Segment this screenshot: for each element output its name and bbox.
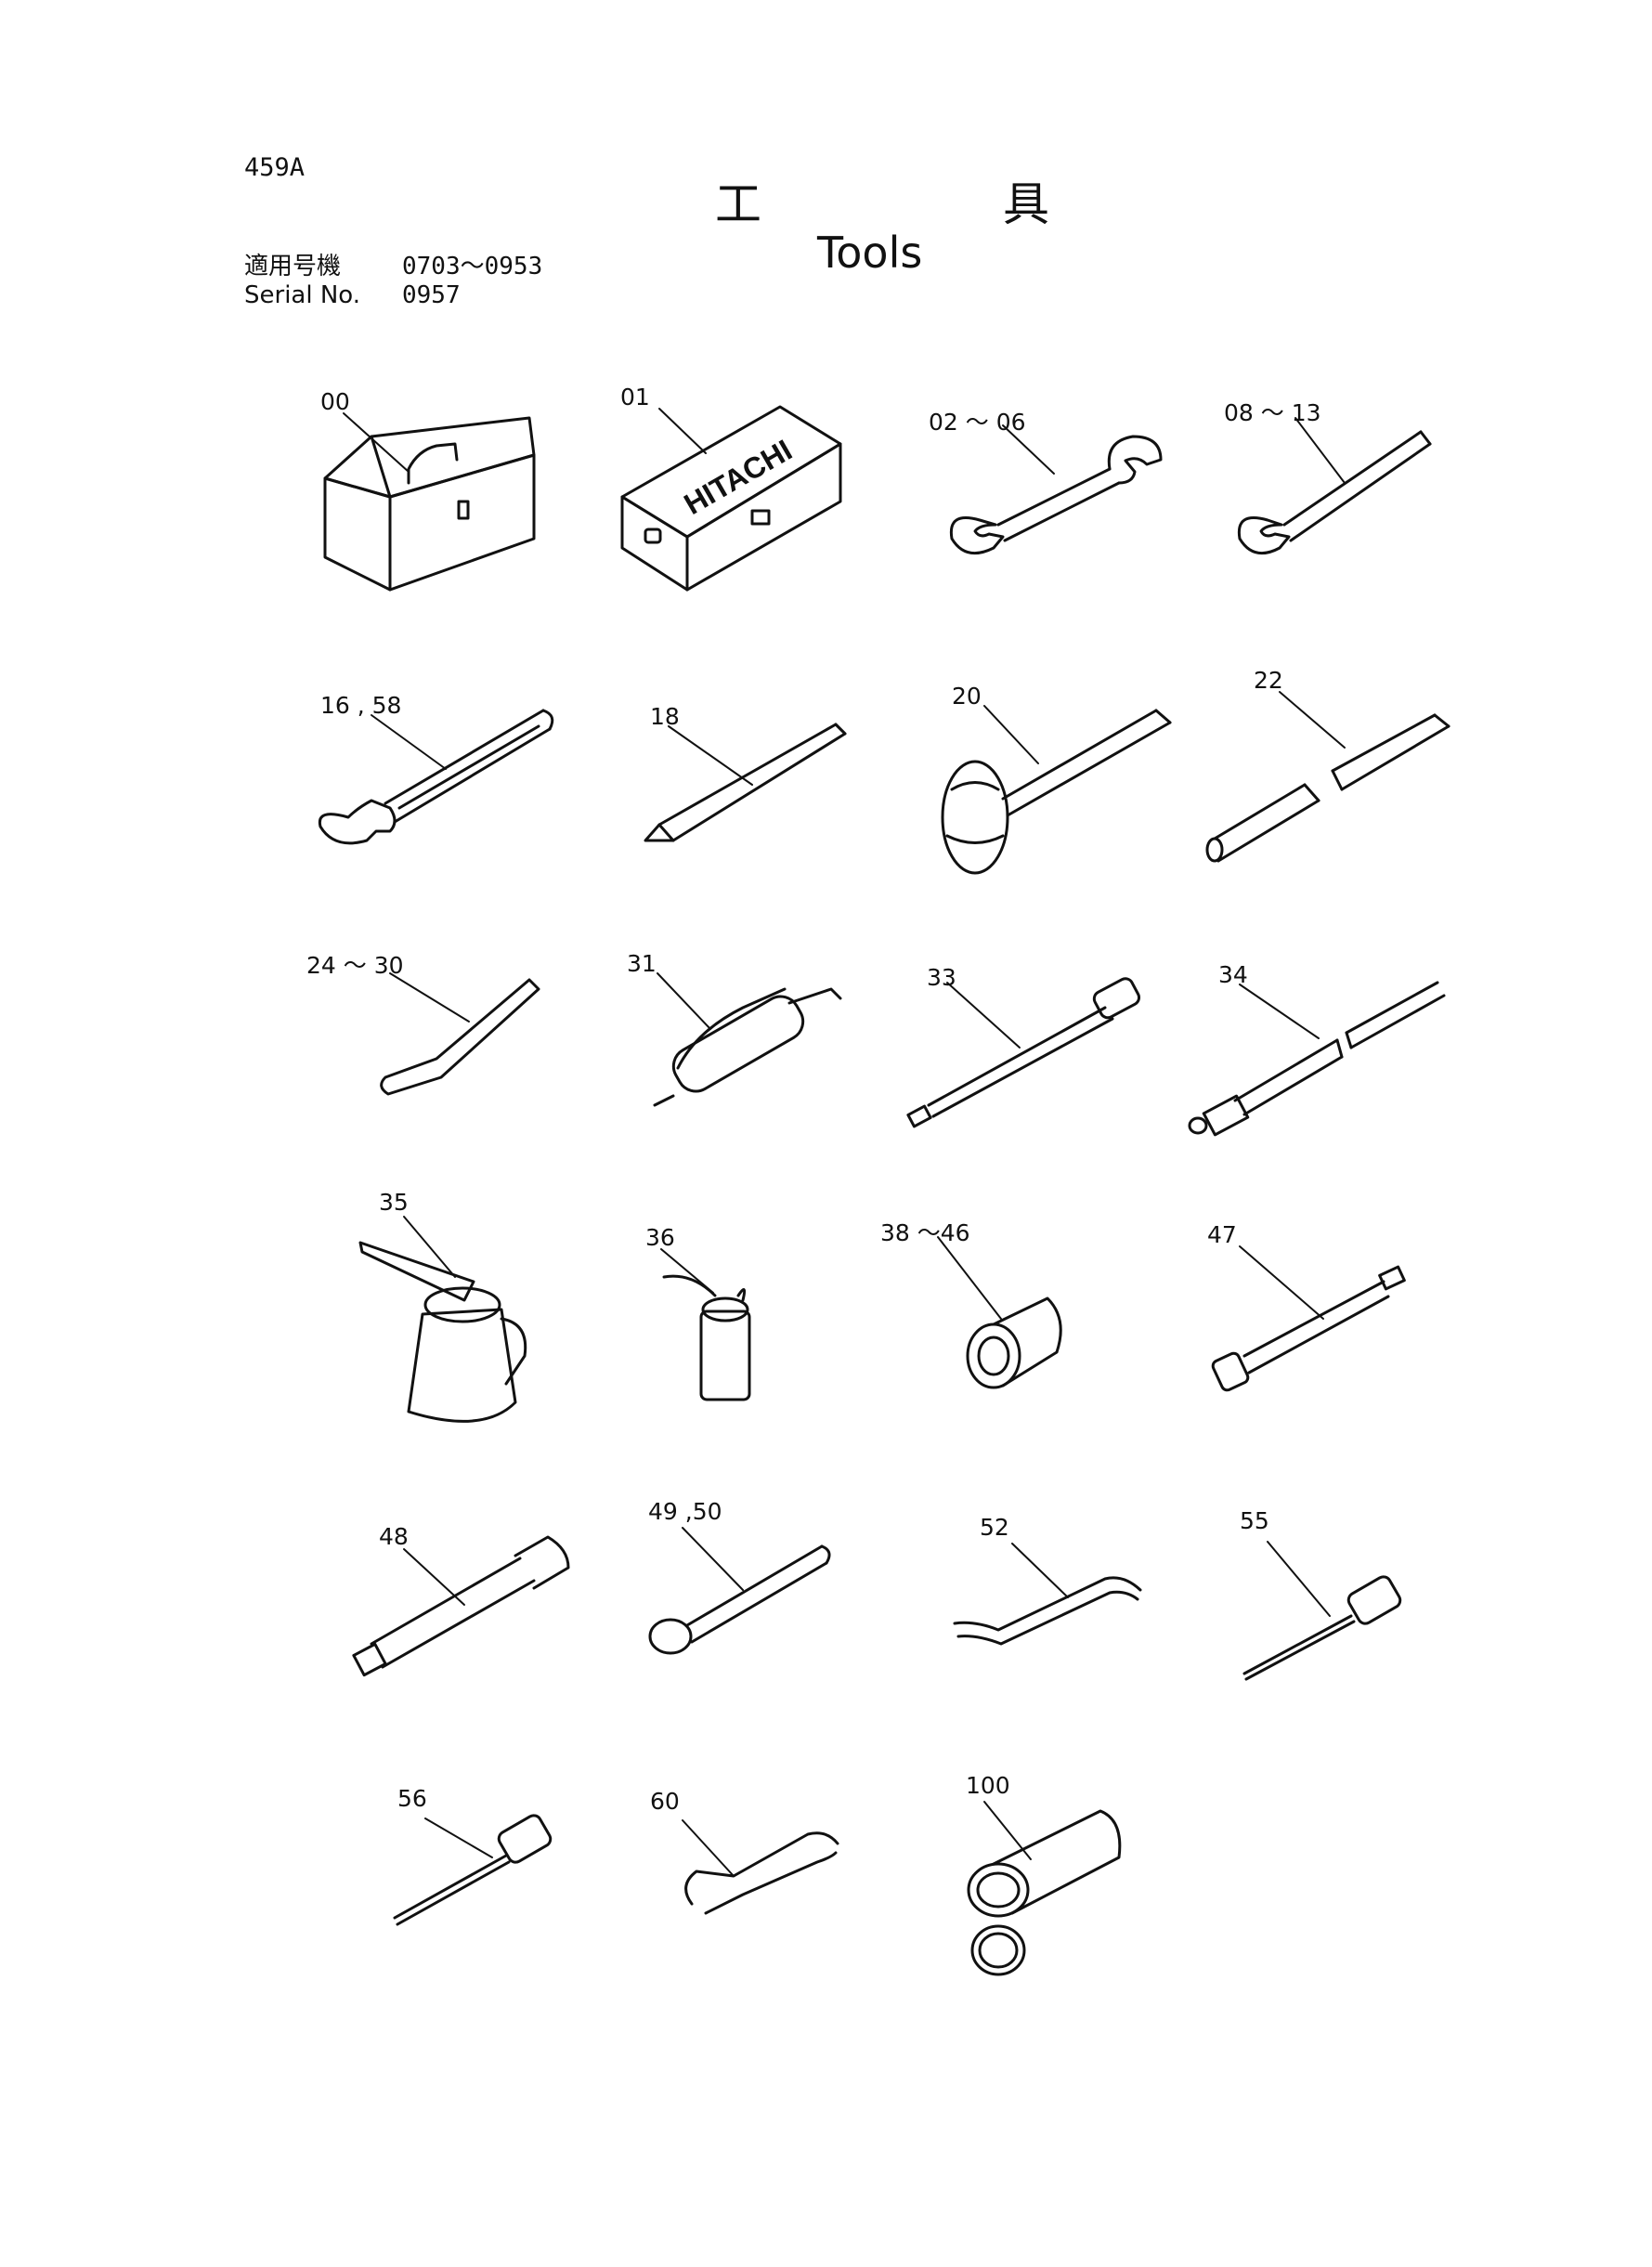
flat-screwdriver-illustration bbox=[1242, 1541, 1402, 1681]
callout-31: 31 bbox=[627, 950, 657, 977]
serial-block: 適用号機 0703～0953 Serial No. 0957 bbox=[244, 253, 542, 310]
callout-36: 36 bbox=[645, 1224, 675, 1251]
toolbox-closed-illustration bbox=[323, 412, 536, 592]
callout-01: 01 bbox=[620, 384, 650, 410]
serial-label-en: Serial No. bbox=[244, 281, 360, 309]
page-title-en: Tools bbox=[817, 228, 923, 278]
extension-square-drive-illustration bbox=[1211, 1245, 1406, 1392]
callout-35: 35 bbox=[379, 1189, 409, 1216]
callout-55: 55 bbox=[1240, 1507, 1269, 1534]
socket-illustration bbox=[937, 1236, 1062, 1389]
offset-wrench-illustration bbox=[953, 1543, 1142, 1646]
callout-24-30: 24 ～ 30 bbox=[306, 952, 404, 979]
ratchet-handle-illustration bbox=[648, 1527, 831, 1655]
title-jp-char-1: 工 bbox=[715, 177, 761, 231]
oil-jug-illustration bbox=[358, 1216, 527, 1423]
page-title-jp: 工 具 bbox=[715, 167, 1049, 234]
callout-60: 60 bbox=[650, 1788, 680, 1815]
callout-38-46: 38 ～46 bbox=[880, 1219, 970, 1246]
serial-label-jp: 適用号機 bbox=[244, 253, 342, 280]
callout-52: 52 bbox=[980, 1514, 1009, 1541]
callout-49-50: 49 ,50 bbox=[648, 1498, 722, 1525]
page-code: 459A bbox=[244, 153, 306, 182]
oiler-illustration bbox=[660, 1248, 751, 1401]
callout-48: 48 bbox=[379, 1523, 409, 1550]
screwdriver-bar-illustration bbox=[644, 723, 847, 842]
steel-toolbox-illustration: HITACHI bbox=[620, 405, 842, 592]
callout-18: 18 bbox=[650, 703, 680, 730]
callout-56: 56 bbox=[397, 1785, 427, 1812]
pliers-illustration bbox=[682, 1819, 839, 1915]
callout-34: 34 bbox=[1218, 961, 1248, 988]
serial-value-1: 0703～0953 bbox=[402, 253, 543, 280]
callout-00: 00 bbox=[320, 388, 350, 415]
double-open-end-wrench-illustration bbox=[949, 424, 1163, 555]
callout-20: 20 bbox=[952, 683, 982, 710]
grease-gun-illustration bbox=[653, 972, 842, 1107]
extension-bar-illustration bbox=[906, 977, 1141, 1128]
callout-22: 22 bbox=[1254, 667, 1283, 694]
title-jp-char-2: 具 bbox=[1003, 177, 1049, 231]
box-brand-text: HITACHI bbox=[679, 433, 798, 521]
callout-08-13: 08 ～ 13 bbox=[1224, 399, 1321, 426]
adjustable-wrench-illustration bbox=[318, 709, 554, 845]
bar-tube-illustration bbox=[1205, 691, 1450, 863]
callout-16-58: 16 , 58 bbox=[320, 692, 402, 719]
socket-bar-illustration bbox=[1188, 981, 1446, 1137]
callout-47: 47 bbox=[1207, 1221, 1237, 1248]
phillips-screwdriver-illustration bbox=[393, 1814, 553, 1926]
hex-key-illustration bbox=[380, 972, 540, 1096]
adapter-bar-illustration bbox=[352, 1535, 570, 1677]
striking-wrench-illustration bbox=[1237, 417, 1432, 555]
callout-100: 100 bbox=[966, 1772, 1010, 1799]
flashlight-illustration bbox=[967, 1801, 1122, 1976]
hammer-illustration bbox=[941, 705, 1172, 875]
serial-value-2: 0957 bbox=[402, 281, 461, 309]
